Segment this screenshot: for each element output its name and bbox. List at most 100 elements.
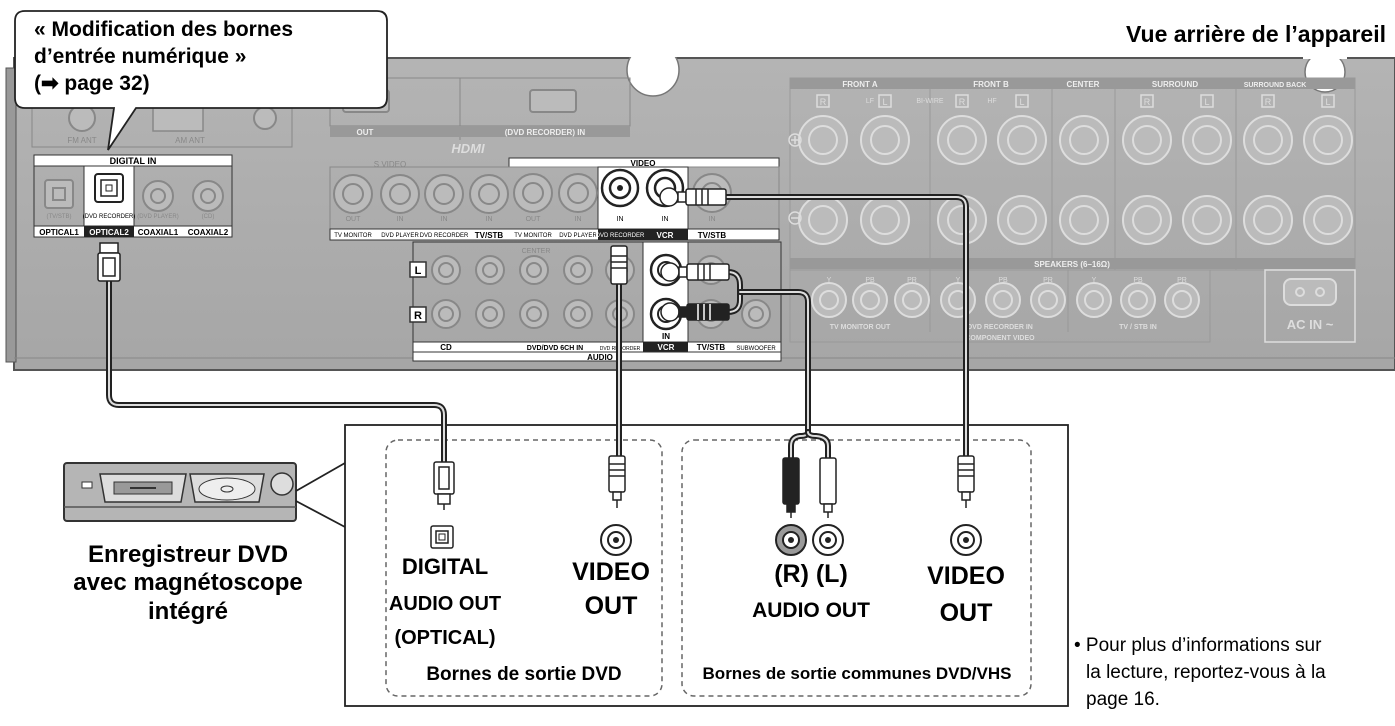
component-group-2: DVD RECORDER IN	[967, 324, 1033, 331]
speaker-ch-4: L	[1019, 97, 1024, 107]
video-sub-3: IN	[441, 216, 448, 223]
ac-in-section: AC IN ~	[1264, 269, 1356, 343]
speaker-ch-5: R	[1144, 97, 1151, 107]
coaxial2-label: COAXIAL2	[188, 228, 229, 237]
optical1-label: OPTICAL1	[39, 228, 79, 237]
video-name-9: TV/STB	[698, 231, 727, 240]
speaker-ch-8: L	[1325, 97, 1330, 107]
dvd-video-out-2: OUT	[585, 592, 638, 620]
speaker-section: FRONT A FRONT B CENTER SURROUND SURROUND…	[788, 77, 1356, 271]
rca-plug-device-audio-l	[819, 457, 837, 518]
lf-label: LF	[866, 98, 874, 105]
plugs	[97, 187, 975, 518]
rca-plug-panel-vcr-audio-l	[660, 262, 730, 282]
ac-inlet	[1283, 278, 1337, 306]
video-name-1: TV MONITOR	[334, 233, 372, 239]
optical2-jack	[94, 173, 124, 203]
component-sub-1: Y	[827, 277, 832, 284]
video-name-3: DVD RECORDER	[420, 233, 469, 239]
speaker-group-4: SURROUND	[1152, 80, 1198, 89]
dvd-video-out-1: VIDEO	[572, 558, 650, 586]
audio-name-5: TV/STB	[697, 343, 726, 352]
video-sub-9: IN	[709, 216, 716, 223]
device-common-video-out-jack	[950, 524, 982, 556]
callout-line-3: (➡ page 32)	[34, 72, 150, 95]
receiver-rear-panel: FM ANT AM ANT DIGITAL IN (TV/STB) (DVD	[5, 40, 1395, 371]
component-sub-2: PB	[865, 277, 875, 284]
video-sub-5: OUT	[526, 216, 542, 223]
speaker-group-1: FRONT A	[842, 80, 877, 89]
speaker-ch-3: R	[959, 97, 966, 107]
hdmi-in-label: (DVD RECORDER) IN	[505, 128, 586, 137]
component-sub-9: PR	[1177, 277, 1187, 284]
speaker-terminals	[798, 115, 1353, 245]
video-section: S VIDEO VIDEO OUT I	[329, 157, 780, 241]
svideo-jacks	[333, 174, 509, 214]
note-line-2: la lecture, reportez-vous à la	[1086, 662, 1326, 683]
common-output-group-label: Bornes de sortie communes DVD/VHS	[703, 664, 1012, 683]
device-dvd-video-out-jack	[600, 524, 632, 556]
digital-in-sub-2: (DVD RECORDER)	[83, 214, 136, 220]
coaxial1-jack	[142, 180, 174, 212]
panel-left-edge	[5, 67, 17, 363]
dvd-recorder-device	[63, 462, 346, 528]
cables	[106, 194, 969, 465]
coaxial2-jack	[192, 180, 224, 212]
side-note: • Pour plus d’informations sur la lectur…	[1074, 635, 1326, 710]
hdmi-logo: HDMI	[451, 141, 485, 156]
dvd-output-group	[385, 439, 663, 697]
digital-out-2: AUDIO OUT	[389, 593, 501, 615]
component-group-3: TV / STB IN	[1119, 324, 1157, 331]
component-video-section: Y PB PR Y PB PR Y PB PR TV MONITOR OUT D…	[789, 269, 1211, 343]
digital-in-sub-3: (DVD PLAYER)	[137, 214, 179, 220]
speaker-group-2: FRONT B	[973, 80, 1009, 89]
audio-center-label: CENTER	[522, 248, 551, 255]
audio-name-6: SUBWOOFER	[736, 346, 776, 352]
dvd-output-group-label: Bornes de sortie DVD	[426, 664, 621, 685]
note-line-3: page 16.	[1086, 689, 1160, 710]
digital-out-1: DIGITAL	[402, 554, 488, 579]
device-label-3: intégré	[148, 598, 228, 625]
common-output-group	[681, 439, 1032, 697]
callout-line-2: d’entrée numérique »	[34, 45, 246, 68]
audio-name-4: VCR	[658, 343, 675, 352]
rca-plug-device-common-video	[957, 455, 975, 508]
page-title: Vue arrière de l’appareil	[1126, 21, 1386, 47]
speaker-group-3: CENTER	[1067, 80, 1100, 89]
rca-plug-panel-vcr-video	[659, 187, 727, 207]
component-sub-7: Y	[1092, 277, 1097, 284]
device-label-2: avec magnétoscope	[73, 569, 302, 596]
optical2-label: OPTICAL2	[89, 228, 129, 237]
speaker-ch-2: L	[882, 97, 887, 107]
digital-out-3: (OPTICAL)	[394, 627, 495, 649]
digital-in-section: DIGITAL IN (TV/STB) (DVD RECORDER) (DVD …	[33, 154, 233, 238]
callout-line-1: « Modification des bornes	[34, 18, 293, 41]
video-name-6: DVD PLAYER	[559, 233, 597, 239]
output-terminals-box: DIGITAL AUDIO OUT (OPTICAL) VIDEO OUT (R…	[344, 424, 1069, 707]
component-group-1: TV MONITOR OUT	[830, 324, 891, 331]
audio-in-label: IN	[662, 332, 670, 341]
video-name-7: DVD RECORDER	[596, 233, 645, 239]
rca-plug-panel-dvd	[610, 245, 628, 285]
rca-plug-device-audio-r	[782, 457, 800, 518]
speaker-ch-1: R	[820, 97, 827, 107]
device-optical-jack-icon	[430, 525, 454, 549]
speaker-group-5: SURROUND BACK	[1244, 82, 1307, 89]
component-sub-8: PB	[1133, 277, 1143, 284]
hdmi-in-port	[529, 89, 577, 113]
video-label: VIDEO	[631, 159, 656, 168]
callout-balloon: « Modification des bornes d’entrée numér…	[14, 10, 388, 151]
audio-name-1: CD	[440, 343, 452, 352]
device-label-1: Enregistreur DVD	[88, 541, 288, 568]
video-name-8: VCR	[657, 231, 674, 240]
speakers-label: SPEAKERS (6–16Ω)	[1034, 260, 1110, 269]
video-sub-4: IN	[486, 216, 493, 223]
note-line-1: • Pour plus d’informations sur	[1074, 635, 1322, 656]
rca-plug-device-dvd-video	[608, 455, 626, 508]
composite-video-jacks	[513, 173, 598, 213]
audio-out-label: AUDIO OUT	[752, 599, 870, 622]
common-video-out-1: VIDEO	[927, 562, 1005, 590]
video-name-4: TV/STB	[475, 231, 504, 240]
video-name-2: DVD PLAYER	[381, 233, 419, 239]
